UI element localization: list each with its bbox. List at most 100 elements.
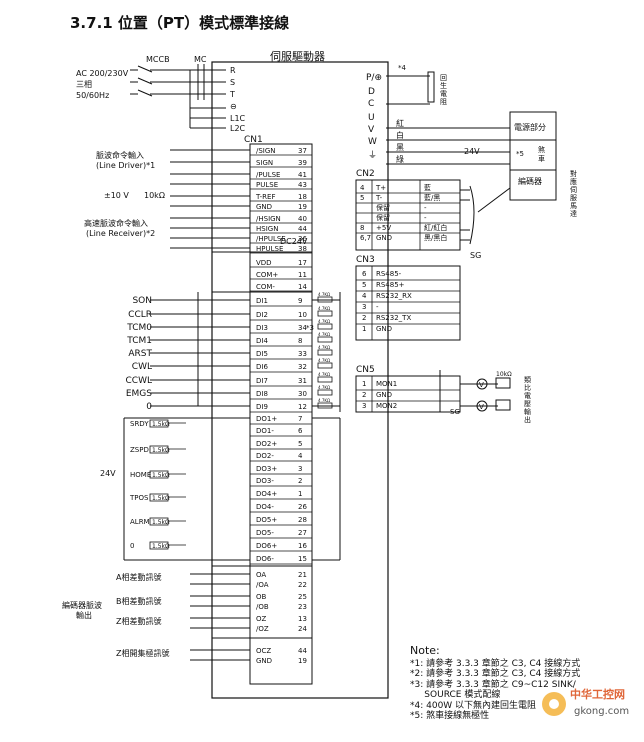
- note-3b: SOURCE 模式配線: [410, 690, 501, 700]
- di-pin-name: DI5: [256, 350, 268, 358]
- enc-pin-number: 24: [298, 625, 307, 633]
- cn1-pin-name: COM-: [256, 283, 275, 291]
- di-pin-name: DI3: [256, 324, 268, 332]
- encoder-output-2: 輸出: [76, 610, 92, 620]
- di-resistor-label: 4.7KΩ: [318, 358, 330, 363]
- cn1-pin-name: /SIGN: [256, 147, 276, 155]
- di-signal-label: TCM1: [126, 336, 152, 346]
- cn3-pin: 1: [362, 325, 366, 333]
- di-resistor: [317, 336, 333, 343]
- cn1-pin-name: GND: [256, 203, 272, 211]
- cn3-name: RS232_TX: [376, 314, 411, 322]
- cn5-meter-1: V: [479, 381, 484, 389]
- cn2-pin: 4: [360, 184, 365, 192]
- wire-red: 紅: [396, 118, 404, 128]
- enc-pin-name: OA: [256, 571, 266, 579]
- motor-power-part: 電源部分: [514, 122, 546, 132]
- cn5-side-5: 輸: [524, 407, 531, 416]
- cn5-sg: SG: [450, 408, 460, 416]
- motor-side-3: 伺: [570, 185, 577, 194]
- cn2-name: 保留: [376, 213, 390, 222]
- regen-2: 生: [440, 81, 447, 90]
- cn1-pin-number: 11: [298, 271, 307, 279]
- cn2-name: GND: [376, 234, 392, 242]
- cn5-side-2: 比: [524, 383, 531, 392]
- do-pin-number: 27: [298, 529, 307, 537]
- cn2-name: T+: [375, 184, 386, 192]
- di-pin-name: DI1: [256, 297, 268, 305]
- cn2-pin: 8: [360, 224, 364, 232]
- cn2-wire-color: 藍/黑: [424, 193, 440, 202]
- enc-pin-number: 13: [298, 615, 307, 623]
- di-resistor-label: 4.7KΩ: [318, 332, 330, 337]
- motor-terminal-d: D: [368, 87, 375, 97]
- cn5-pot-1: 10kΩ: [496, 371, 512, 378]
- di-resistor-label: 4.7KΩ: [318, 306, 330, 311]
- note-3: *3: 請參考 3.3.3 章節之 C9~C12 SINK/: [410, 679, 576, 690]
- encoder-group-zoc: Z相開集極訊號: [116, 648, 169, 658]
- motor-side-1: 對: [570, 169, 577, 178]
- enc-pin-number: 22: [298, 581, 307, 589]
- analog-pot: 10kΩ: [144, 191, 165, 200]
- di-resistor-label: 4.7KΩ: [318, 319, 330, 324]
- regen-1: 回: [440, 74, 447, 82]
- enc-pin-name: /OA: [256, 581, 269, 589]
- motor-side-6: 達: [570, 209, 577, 218]
- di-resistor: [317, 389, 333, 396]
- do-load-box: [149, 470, 169, 479]
- enc-pin-number: 21: [298, 571, 307, 579]
- motor-side-2: 應: [570, 177, 577, 186]
- do-load-label: HOME: [130, 471, 151, 479]
- cn3-pin: 2: [362, 314, 366, 322]
- do-pin-number: 4: [298, 452, 303, 460]
- di-pin-name: DI2: [256, 311, 268, 319]
- cn1-pin-name: SIGN: [256, 159, 273, 167]
- do-load-box: [149, 541, 169, 550]
- cn2-wire-color: 黑/黑白: [424, 233, 447, 242]
- cn3-pin: 6: [362, 270, 367, 278]
- do-pin-name: DO2+: [256, 440, 277, 448]
- di-pin-number: 9: [298, 297, 302, 305]
- cn2-wire-color: -: [424, 214, 427, 222]
- motor-terminal-v: V: [368, 125, 375, 135]
- terminal-l2c: L2C: [230, 124, 246, 133]
- cn5-name: MON1: [376, 380, 397, 388]
- motor-terminal-u: U: [368, 113, 375, 123]
- cn2-wire-color: 藍: [424, 183, 431, 192]
- terminal-l1c: L1C: [230, 114, 246, 123]
- cn3-name: GND: [376, 325, 392, 333]
- di-pin-number: 10: [298, 311, 307, 319]
- cn5-pin: 2: [362, 391, 366, 399]
- note-5: *5: 煞車接線無極性: [410, 711, 490, 721]
- cn1-pin-number: 41: [298, 171, 307, 179]
- cn3-pin: 4: [362, 292, 367, 300]
- brake-2: 車: [538, 154, 545, 163]
- enc-pin-number: 25: [298, 593, 307, 601]
- enc-pin-name: GND: [256, 657, 272, 665]
- cn5-label: CN5: [356, 365, 375, 375]
- regen-note: *4: [398, 64, 407, 72]
- cn1-pin-name: PULSE: [256, 181, 278, 189]
- terminal-r: R: [230, 66, 236, 75]
- cn1-pin-number: 14: [298, 283, 307, 291]
- gear-logo-icon: 中华工控网 gkong.com: [542, 687, 629, 717]
- do-pin-name: DO6-: [256, 555, 274, 563]
- supply-line-3: 50/60Hz: [76, 91, 109, 100]
- cn1-pin-number: 19: [298, 203, 307, 211]
- di-signal-label: EMGS: [126, 389, 152, 399]
- notes-title: Note:: [410, 644, 440, 657]
- watermark-cn: 中华工控网: [570, 687, 625, 701]
- do-pin-number: 2: [298, 477, 302, 485]
- di-resistor: [317, 362, 333, 369]
- cn3-name: RS485-: [376, 270, 402, 278]
- di-resistor: [317, 402, 333, 409]
- enc-pin-name: /OZ: [256, 625, 269, 633]
- cn2-wire-color: 紅/紅白: [424, 223, 447, 232]
- supply-line-2: 三相: [76, 79, 92, 89]
- di-resistor-label: 4.7KΩ: [318, 372, 330, 377]
- do-load-box: [149, 493, 169, 502]
- wire-white: 白: [396, 130, 404, 140]
- cn3-name: RS485+: [376, 281, 405, 289]
- di-resistor-label: 4.7KΩ: [318, 398, 330, 403]
- di-pin-number: 12: [298, 403, 307, 411]
